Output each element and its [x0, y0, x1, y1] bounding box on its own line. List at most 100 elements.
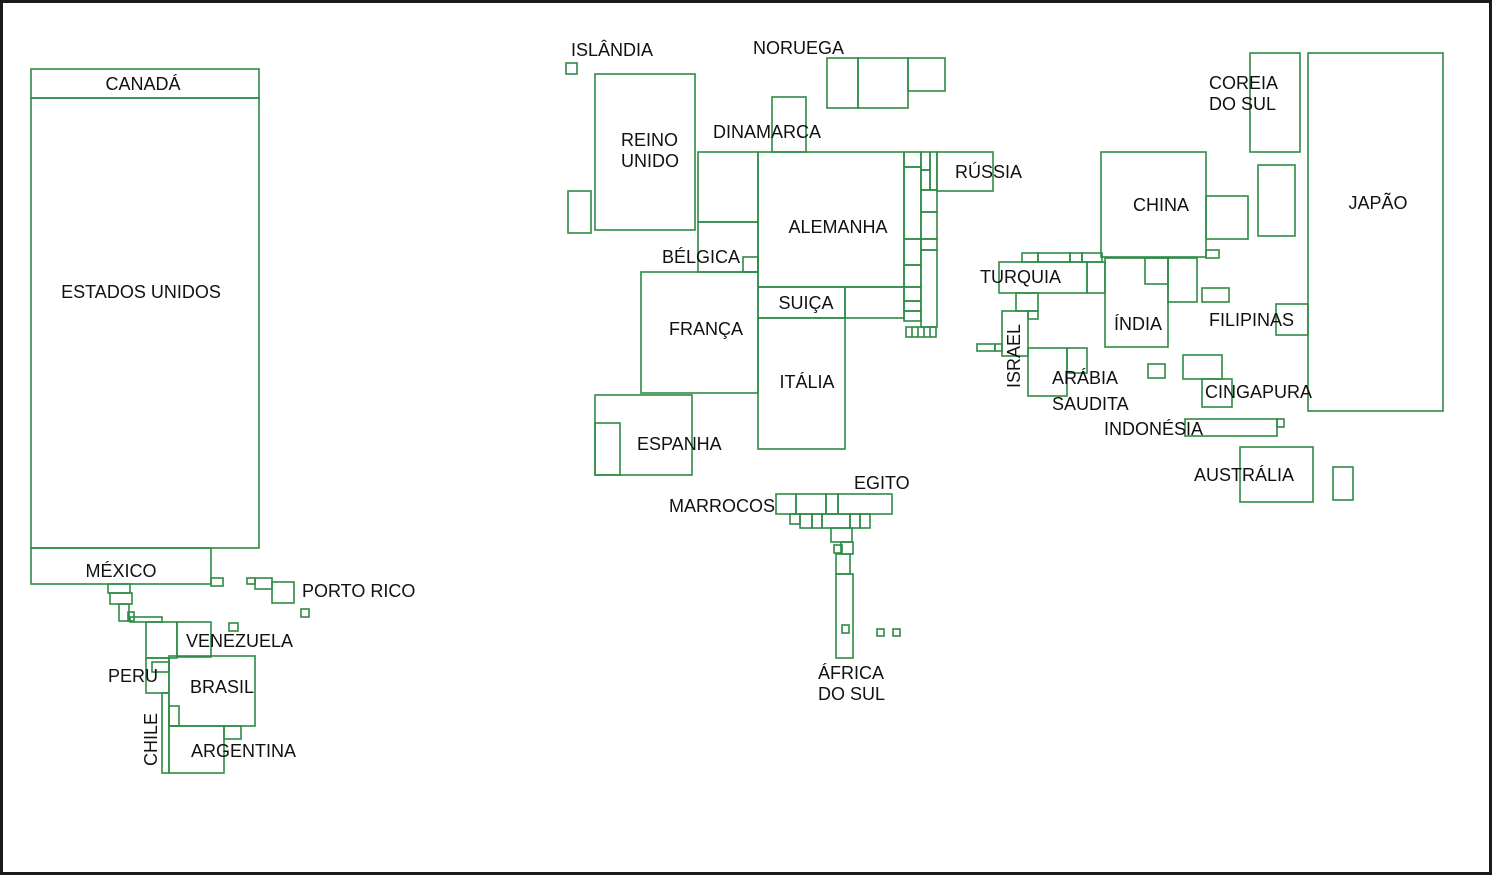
small-box: [826, 57, 859, 109]
labels: CANADÁ ESTADOS UNIDOS MÉXICO PORTO RICO …: [61, 38, 1407, 766]
small-box: [789, 513, 801, 525]
small-box: [825, 493, 839, 515]
venezuela-box: [176, 621, 212, 658]
small-box: [920, 189, 938, 213]
morocco-box: [775, 493, 797, 515]
small-box: [246, 577, 256, 585]
small-box: [920, 211, 938, 240]
label-morocco: MARROCOS: [669, 496, 775, 516]
small-box: [1205, 249, 1220, 259]
uk-box: [594, 73, 696, 231]
small-box: [920, 169, 931, 191]
small-box: [835, 553, 851, 575]
ireland-box: [567, 190, 592, 234]
label-indonesia: INDONÉSIA: [1104, 419, 1203, 439]
norway-box: [857, 57, 909, 109]
label-venezuela: VENEZUELA: [186, 631, 293, 651]
label-iceland: ISLÂNDIA: [571, 40, 653, 60]
label-denmark: DINAMARCA: [713, 122, 821, 142]
label-germany: ALEMANHA: [788, 217, 887, 237]
label-egypt: EGITO: [854, 473, 910, 493]
small-box: [1069, 252, 1083, 263]
small-box: [168, 705, 180, 727]
label-spain: ESPANHA: [637, 434, 722, 454]
small-box: [920, 249, 938, 328]
label-argentina: ARGENTINA: [191, 741, 296, 761]
small-box: [1066, 347, 1088, 374]
small-box: [841, 624, 850, 634]
singapore-box: [1201, 378, 1233, 408]
label-puerto-rico: PORTO RICO: [302, 581, 415, 601]
small-box: [903, 264, 922, 288]
label-uk-line1: REINO: [621, 130, 678, 150]
netherlands-box: [697, 151, 759, 223]
russia-box: [936, 151, 994, 192]
region-europe: [565, 57, 994, 476]
small-box: [1037, 252, 1071, 263]
small-box: [903, 238, 922, 266]
small-box: [799, 513, 813, 529]
korea-box: [1249, 52, 1301, 153]
new-zealand-box: [1332, 466, 1354, 501]
label-chile: CHILE: [141, 713, 161, 766]
small-box: [976, 343, 996, 352]
small-box: [859, 513, 871, 529]
small-box: [107, 583, 131, 594]
label-switzerland: SUIÇA: [778, 293, 833, 313]
small-box: [742, 256, 759, 273]
small-box: [1201, 287, 1230, 303]
austria-box: [844, 286, 905, 319]
small-box: [228, 622, 239, 632]
hongkong-box: [1205, 195, 1249, 240]
label-turkey: TURQUIA: [980, 267, 1061, 287]
label-norway: NORUEGA: [753, 38, 844, 58]
small-box: [109, 592, 133, 605]
label-philippines: FILIPINAS: [1209, 310, 1294, 330]
small-box: [903, 151, 922, 168]
label-italy: ITÁLIA: [779, 372, 834, 392]
label-france: FRANÇA: [669, 319, 743, 339]
japan-box: [1307, 52, 1444, 412]
label-japan: JAPÃO: [1348, 192, 1407, 213]
small-box: [920, 151, 931, 171]
label-south-africa-line1: ÁFRICA: [818, 663, 884, 683]
label-saudi-line2: SAUDITA: [1052, 394, 1129, 414]
label-china: CHINA: [1133, 195, 1189, 215]
taiwan-box: [1257, 164, 1296, 237]
portugal-box: [594, 422, 621, 476]
small-box: [1144, 257, 1169, 285]
small-box: [876, 628, 885, 637]
small-box: [903, 166, 922, 240]
label-korea-line1: COREIA: [1209, 73, 1278, 93]
small-box: [830, 527, 853, 543]
label-korea-line2: DO SUL: [1209, 94, 1276, 114]
israel-box: [1001, 310, 1029, 357]
region-africa: [775, 493, 901, 659]
label-singapore: CINGAPURA: [1205, 382, 1312, 402]
small-box: [254, 577, 273, 590]
puerto-rico-box: [271, 581, 295, 604]
small-box: [300, 608, 310, 618]
small-box: [892, 628, 901, 637]
chile-box: [161, 692, 170, 774]
label-brazil: BRASIL: [190, 677, 254, 697]
label-south-africa-line2: DO SUL: [818, 684, 885, 704]
label-saudi-line1: ARÁBIA: [1052, 368, 1118, 388]
philippines-box: [1275, 303, 1309, 336]
label-uk-line2: UNIDO: [621, 151, 679, 171]
small-box: [145, 621, 178, 659]
thailand-box: [1182, 354, 1223, 380]
iceland-box: [565, 62, 578, 75]
south-africa-box: [835, 573, 854, 659]
label-russia: RÚSSIA: [955, 161, 1022, 182]
small-box: [1276, 418, 1285, 428]
label-belgium: BÉLGICA: [662, 247, 740, 267]
small-box: [903, 286, 922, 302]
italy-box: [757, 317, 846, 450]
small-box: [849, 513, 861, 529]
small-box: [223, 725, 242, 740]
label-india: ÍNDIA: [1114, 314, 1162, 334]
small-box: [821, 513, 851, 529]
